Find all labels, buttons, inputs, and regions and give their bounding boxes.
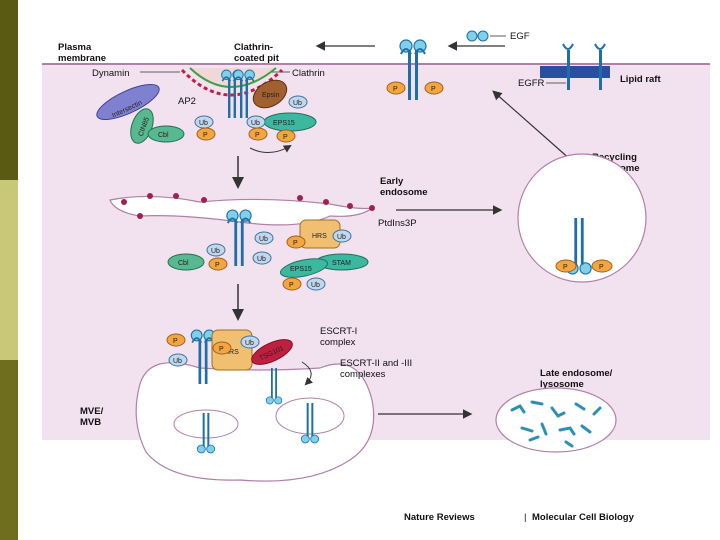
svg-text:Cbl: Cbl	[178, 260, 189, 267]
svg-text:Ub: Ub	[245, 340, 254, 347]
svg-text:EGF: EGF	[510, 31, 530, 42]
svg-text:P: P	[283, 134, 288, 141]
svg-text:Ub: Ub	[311, 282, 320, 289]
early-endosome-complex: HRS STAM EPS15 Cbl Ub Ub Ub Ub Ub P P P	[167, 209, 369, 291]
svg-text:Ub: Ub	[211, 248, 220, 255]
svg-text:P: P	[431, 86, 436, 93]
clathrin-label: Clathrin	[292, 68, 325, 79]
egfr-label: EGFR	[518, 78, 545, 89]
slide-sidebar	[0, 0, 18, 540]
mve-label: MVE/MVB	[80, 406, 104, 428]
clathrin-pit-complex: Intersectin CIN85 Cbl AP2 Epsin EPS15 Ub…	[96, 67, 317, 153]
svg-text:P: P	[563, 264, 568, 271]
svg-text:EPS15: EPS15	[290, 266, 312, 273]
svg-text:P: P	[393, 86, 398, 93]
svg-text:P: P	[293, 240, 298, 247]
sidebar-block-top	[0, 0, 18, 180]
sidebar-block-middle	[0, 180, 18, 360]
svg-text:P: P	[255, 132, 260, 139]
degraded-fragments	[510, 400, 602, 448]
svg-text:Ub: Ub	[337, 234, 346, 241]
svg-text:Ub: Ub	[199, 120, 208, 127]
clathrin-pit-label: Clathrin-coated pit	[234, 42, 280, 64]
svg-text:Cbl: Cbl	[158, 132, 169, 139]
egfr-monomer-1	[562, 43, 574, 90]
svg-text:Nature Reviews: Nature Reviews	[404, 512, 475, 523]
svg-text:|: |	[524, 512, 526, 523]
svg-text:Molecular Cell Biology: Molecular Cell Biology	[532, 512, 635, 523]
svg-text:Ub: Ub	[293, 100, 302, 107]
svg-text:Ub: Ub	[251, 120, 260, 127]
svg-text:P: P	[203, 132, 208, 139]
svg-text:P: P	[599, 264, 604, 271]
svg-text:P: P	[219, 346, 224, 353]
lysosome	[495, 387, 617, 453]
svg-text:EPS15: EPS15	[273, 120, 295, 127]
svg-text:HRS: HRS	[224, 349, 239, 356]
svg-text:Ub: Ub	[257, 256, 266, 263]
sidebar-block-bottom	[0, 360, 18, 540]
dynamin-label: Dynamin	[92, 68, 130, 79]
egf-legend: EGF	[466, 30, 530, 42]
late-endosome-label: Late endosome/lysosome	[540, 368, 613, 390]
svg-text:Ub: Ub	[259, 236, 268, 243]
svg-text:Ub: Ub	[173, 358, 182, 365]
svg-text:P: P	[289, 282, 294, 289]
svg-text:STAM: STAM	[332, 260, 351, 267]
lipid-raft-label: Lipid raft	[620, 74, 661, 85]
lipid-raft	[540, 66, 610, 78]
svg-text:P: P	[215, 262, 220, 269]
svg-text:P: P	[173, 338, 178, 345]
egfr-monomer-2	[594, 43, 606, 90]
credit-line: Nature Reviews | Molecular Cell Biology	[404, 512, 635, 523]
ptdins3p-label: PtdIns3P	[378, 218, 417, 229]
mve-complex: HRS TSG101 P P Ub Ub	[166, 329, 314, 405]
svg-text:HRS: HRS	[312, 233, 327, 240]
svg-text:AP2: AP2	[178, 96, 196, 107]
svg-text:Epsin: Epsin	[262, 92, 280, 99]
ptdins3p-dots	[121, 193, 375, 219]
